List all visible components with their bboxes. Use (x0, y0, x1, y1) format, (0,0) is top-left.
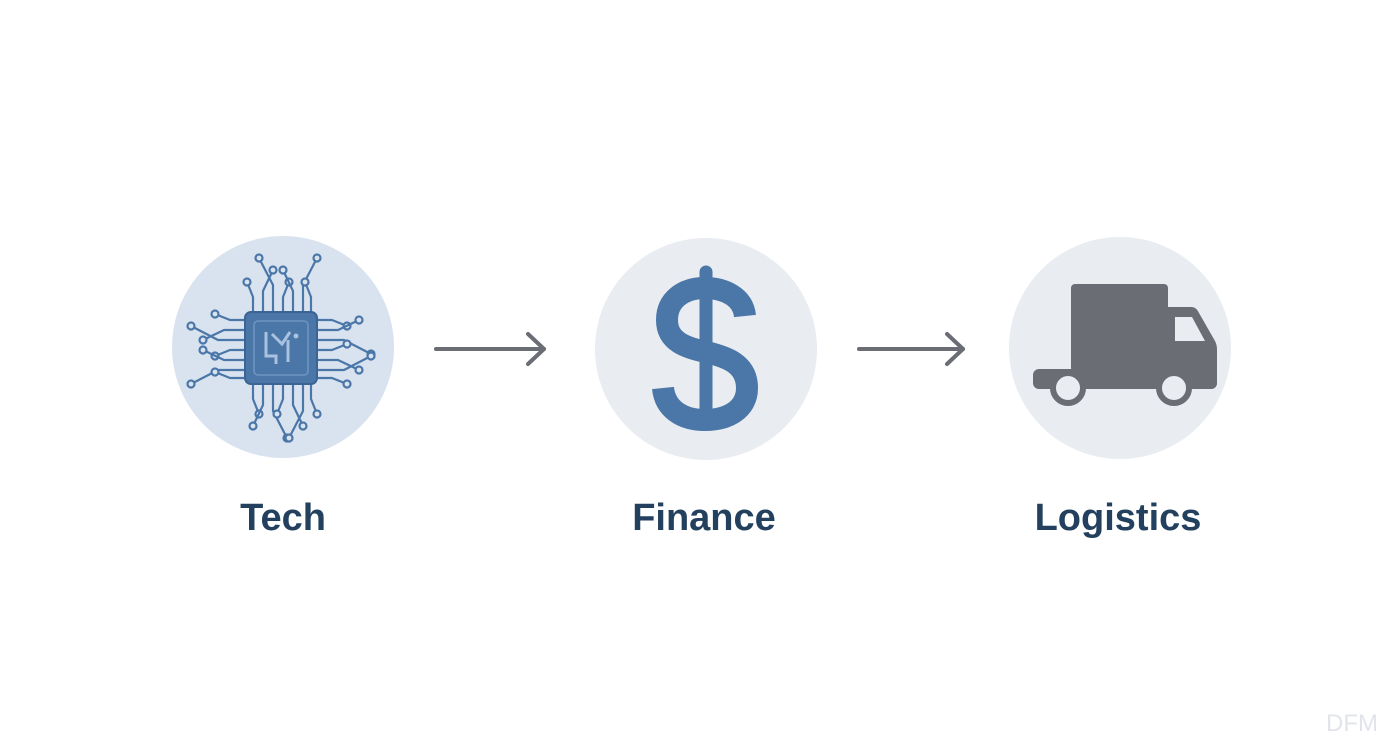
finance-node-circle (595, 238, 817, 460)
dollar-sign-icon (652, 265, 759, 432)
logistics-label: Logistics (1034, 497, 1202, 539)
watermark-text: DFM (1326, 710, 1378, 737)
logistics-node-circle (1009, 237, 1231, 459)
tech-label: Tech (240, 497, 326, 539)
delivery-truck-icon (1033, 284, 1217, 406)
finance-label: Finance (632, 497, 776, 539)
arrow-right-icon (432, 329, 552, 369)
tech-node-circle (172, 236, 394, 458)
circuit-chip-icon (186, 253, 376, 443)
arrow-right-icon (855, 329, 975, 369)
